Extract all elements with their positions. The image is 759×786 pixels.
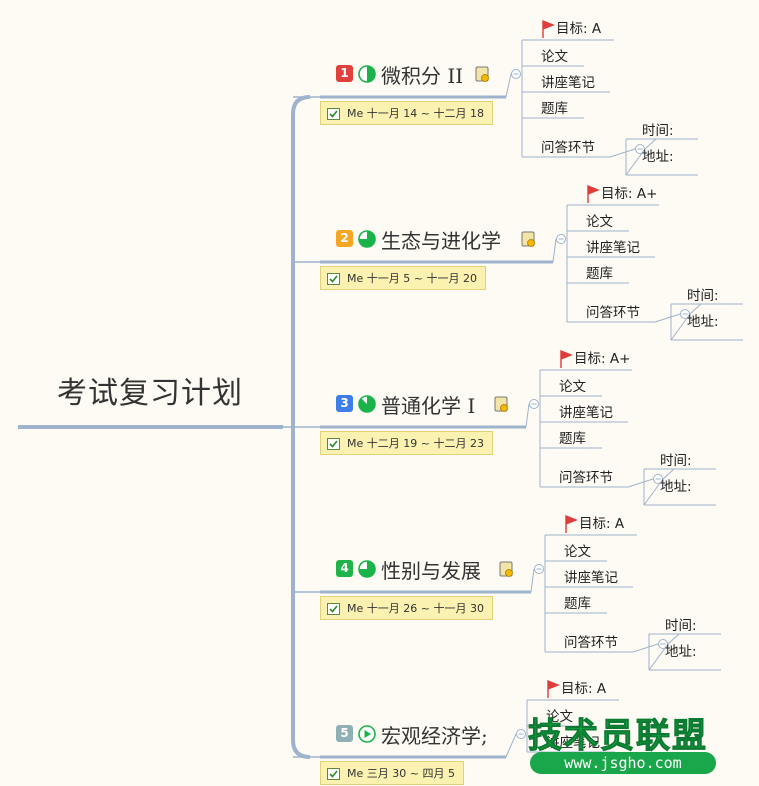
task-calendar-icon <box>327 768 340 780</box>
watermark-url: www.jsgho.com <box>530 752 716 774</box>
qa-time-label[interactable]: 时间: <box>642 123 674 139</box>
flag-icon <box>587 184 600 203</box>
qa-time-label[interactable]: 时间: <box>660 453 692 469</box>
task-info[interactable]: Me 十二月 19 ~ 十二月 23 <box>320 431 493 455</box>
qa-child-connector <box>644 138 657 150</box>
flag-icon <box>547 679 560 698</box>
goal-label[interactable]: 目标: A <box>561 681 607 697</box>
qa-child-connector <box>670 313 691 341</box>
branch-to-children <box>552 238 557 263</box>
qa-child-connector <box>667 633 680 645</box>
watermark-title: 技术员联盟 <box>528 716 708 757</box>
task-calendar-icon <box>327 603 340 615</box>
leaf-item[interactable]: 讲座笔记 <box>546 735 600 751</box>
qa-child-connector <box>648 643 669 671</box>
task-info[interactable]: Me 三月 30 ~ 四月 5 <box>320 761 464 785</box>
play-icon <box>358 725 376 743</box>
leaf-qa-session[interactable]: 问答环节 <box>586 305 640 321</box>
flag-icon <box>560 349 573 368</box>
qa-address-label[interactable]: 地址: <box>642 149 674 165</box>
leaf-item[interactable]: 论文 <box>586 214 613 230</box>
note-warning-icon <box>481 74 489 82</box>
priority-badge: 1 <box>336 65 353 82</box>
leaf-item[interactable]: 题库 <box>559 431 586 447</box>
branch-to-children <box>530 568 535 593</box>
branch-title[interactable]: 普通化学 I <box>381 394 476 418</box>
priority-badge: 4 <box>336 560 353 577</box>
leaf-item[interactable]: 题库 <box>564 596 591 612</box>
qa-time-label[interactable]: 时间: <box>665 618 697 634</box>
qa-address-label[interactable]: 地址: <box>660 479 692 495</box>
leaf-item[interactable]: 论文 <box>559 379 586 395</box>
watermark: 技术员联盟 www.jsgho.com <box>528 708 718 776</box>
seven-eighths-pie-icon <box>358 395 376 413</box>
leaf-item[interactable]: 题库 <box>586 266 613 282</box>
branch-to-children <box>505 73 512 98</box>
qa-connector <box>632 643 659 653</box>
flag-icon <box>542 19 555 38</box>
note-warning-icon <box>500 404 508 412</box>
goal-label[interactable]: 目标: A <box>556 21 602 37</box>
leaf-item[interactable]: 讲座笔记 <box>586 240 640 256</box>
priority-badge: 5 <box>336 725 353 742</box>
leaf-item[interactable]: 讲座笔记 <box>541 75 595 91</box>
priority-badge: 3 <box>336 395 353 412</box>
half-pie-icon <box>358 65 376 83</box>
note-warning-icon <box>527 239 535 247</box>
qa-address-label[interactable]: 地址: <box>665 644 697 660</box>
branch-to-children <box>505 733 517 758</box>
branch-title[interactable]: 宏观经济学; <box>381 724 488 748</box>
goal-label[interactable]: 目标: A+ <box>574 351 631 367</box>
leaf-item[interactable]: 讲座笔记 <box>559 405 613 421</box>
task-calendar-icon <box>327 273 340 285</box>
leaf-qa-session[interactable]: 问答环节 <box>564 635 618 651</box>
task-calendar-icon <box>327 108 340 120</box>
task-info[interactable]: Me 十一月 14 ~ 十二月 18 <box>320 101 493 125</box>
leaf-item[interactable]: 论文 <box>541 49 568 65</box>
qa-child-connector <box>643 478 664 506</box>
leaf-item[interactable]: 论文 <box>546 709 573 725</box>
branch-title[interactable]: 性别与发展 <box>381 559 481 583</box>
task-info[interactable]: Me 十一月 5 ~ 十一月 20 <box>320 266 486 290</box>
goal-label[interactable]: 目标: A <box>579 516 625 532</box>
root-topic[interactable]: 考试复习计划 <box>57 376 243 411</box>
qa-time-label[interactable]: 时间: <box>687 288 719 304</box>
branch-to-children <box>525 403 530 428</box>
note-warning-icon <box>505 569 513 577</box>
goal-label[interactable]: 目标: A+ <box>601 186 658 202</box>
qa-child-connector <box>689 303 702 315</box>
branch-title[interactable]: 微积分 II <box>381 64 464 88</box>
qa-connector <box>627 478 654 488</box>
flag-icon <box>565 514 578 533</box>
leaf-qa-session[interactable]: 问答环节 <box>541 140 595 156</box>
qa-child-connector <box>625 148 646 176</box>
branch-title[interactable]: 生态与进化学 <box>381 229 501 253</box>
leaf-item[interactable]: 论文 <box>564 544 591 560</box>
task-calendar-icon <box>327 438 340 450</box>
task-info[interactable]: Me 十一月 26 ~ 十一月 30 <box>320 596 493 620</box>
leaf-item[interactable]: 题库 <box>541 101 568 117</box>
qa-child-connector <box>662 468 675 480</box>
qa-connector <box>609 148 636 158</box>
three-quarter-pie-icon <box>358 560 376 578</box>
qa-address-label[interactable]: 地址: <box>687 314 719 330</box>
qa-connector <box>654 313 681 323</box>
three-quarter-pie-icon <box>358 230 376 248</box>
leaf-item[interactable]: 讲座笔记 <box>564 570 618 586</box>
priority-badge: 2 <box>336 230 353 247</box>
leaf-qa-session[interactable]: 问答环节 <box>559 470 613 486</box>
